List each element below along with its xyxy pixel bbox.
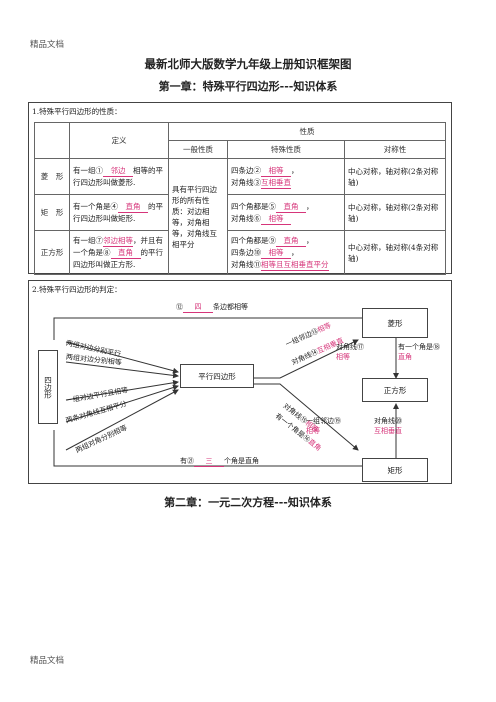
rectangle-box: 矩形 bbox=[362, 458, 428, 482]
square-box: 正方形 bbox=[362, 378, 428, 402]
header-symmetry: 对称性 bbox=[344, 140, 446, 159]
symmetry-cell: 中心对称，轴对称(2条对称轴) bbox=[344, 194, 446, 231]
symmetry-cell: 中心对称，轴对称(2条对称轴) bbox=[344, 158, 446, 195]
answer-blank: 直角 bbox=[276, 201, 306, 213]
arrow-para-to-rect bbox=[254, 383, 359, 451]
answer-blank: 相等 bbox=[261, 247, 291, 259]
arrow-cond-4 bbox=[65, 384, 179, 423]
header-definition: 定义 bbox=[69, 122, 169, 159]
header-general: 一般性质 bbox=[168, 140, 228, 159]
arrow-cond-1 bbox=[65, 341, 179, 374]
general-property-cell: 具有平行四边形的所有性质：对边相等，对角相等，对角线互相平分 bbox=[168, 158, 228, 275]
answer-blank: 互相垂直 bbox=[261, 177, 291, 189]
arrow-cond-3 bbox=[65, 379, 179, 401]
answer-blank: 三 bbox=[194, 456, 224, 467]
answer-blank: 相等 bbox=[261, 213, 291, 225]
answer-blank: 相等且互相垂直平分 bbox=[261, 259, 329, 271]
section1-heading: 1.特殊平行四边形的性质： bbox=[32, 107, 122, 116]
header-special: 特殊性质 bbox=[227, 140, 345, 159]
parallelogram-box: 平行四边形 bbox=[180, 364, 254, 388]
arrow-quad-to-rect bbox=[53, 430, 369, 469]
row-name: 矩 形 bbox=[34, 194, 70, 231]
header-properties: 性质 bbox=[168, 122, 446, 141]
rhombus-box: 菱形 bbox=[362, 308, 428, 338]
answer-blank: 直角 bbox=[110, 247, 141, 259]
chapter1-title: 第一章：特殊平行四边形---知识体系 bbox=[158, 80, 338, 93]
answer-blank: 邻边相等 bbox=[103, 236, 133, 247]
arrow-cond-2 bbox=[65, 361, 179, 379]
arrow-para-to-rhombus bbox=[254, 339, 359, 379]
judgment-diagram bbox=[53, 315, 399, 469]
section2-frame bbox=[28, 280, 452, 484]
answer-blank: 邻边 bbox=[103, 165, 133, 177]
symmetry-cell: 中心对称，轴对称(4条对称轴) bbox=[344, 230, 446, 275]
quadrilateral-box: 四边形 bbox=[38, 350, 58, 424]
answer-blank: 四 bbox=[183, 302, 213, 313]
answer-blank: 直角 bbox=[118, 201, 148, 213]
answer-blank: 直角 bbox=[276, 235, 306, 247]
section2-heading: 2.特殊平行四边形的判定： bbox=[32, 285, 122, 294]
chapter2-title: 第二章：一元二次方程---知识体系 bbox=[164, 496, 332, 509]
watermark-bottom: 精品文档 bbox=[30, 656, 65, 666]
arrow-cond-5 bbox=[65, 389, 179, 451]
row-name: 菱 形 bbox=[34, 158, 70, 195]
row-name: 正方形 bbox=[34, 230, 70, 275]
watermark-top: 精品文档 bbox=[30, 40, 65, 50]
main-title: 最新北师大版数学九年级上册知识框架图 bbox=[144, 57, 352, 71]
arrow-quad-to-rhombus bbox=[53, 315, 369, 340]
answer-blank: 相等 bbox=[261, 165, 291, 177]
